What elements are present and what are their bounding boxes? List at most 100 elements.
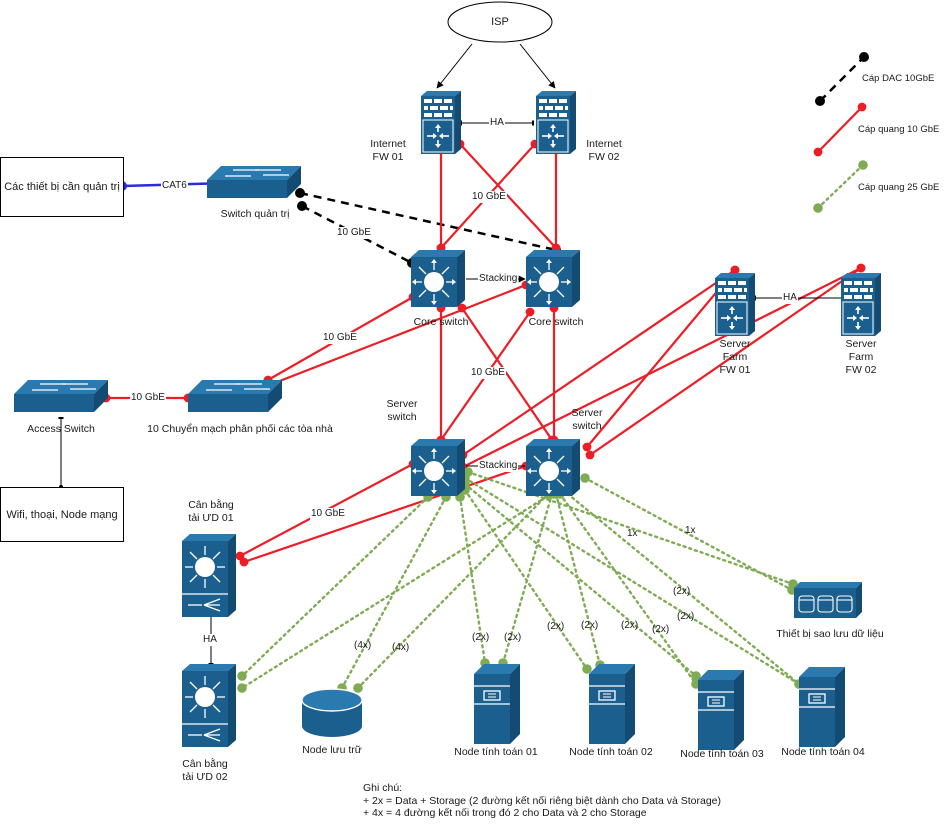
stacking-srv-label: Stacking [478,460,519,472]
c1-link-b-label: (2x) [504,632,522,643]
c2-link-b-label: (2x) [581,620,599,631]
dac-bandwidth-label: 10 GbE [336,227,372,239]
legend-fiber10-label: Cáp quang 10 GbE [858,124,940,135]
link-isp-fw1 [436,43,473,89]
core-switch-2-label: Core switch [528,316,584,328]
server-switch-2-label-line1: Server [571,407,603,419]
load-balancer-icon-1[interactable] [181,533,237,618]
lb1-label: Cân bằng tải ƯD 01 [176,499,246,525]
isp-cloud[interactable] [447,1,553,43]
end-devices-label: Wifi, thoại, Node mạng [6,508,118,521]
compute-node-3-label: Node tính toán 03 [680,748,764,760]
ha-lb-label: HA [202,634,218,646]
backup-device-icon[interactable] [794,582,862,618]
legend-fiber25-line [813,160,868,213]
end-devices-box[interactable]: Wifi, thoại, Node mạng [0,487,124,542]
link-srv2-lb1 [239,461,531,567]
distribution-switch-label: 10 Chuyển mạch phân phối các tòa nhà [147,423,333,435]
legend-fiber25-label: Cáp quang 25 GbE [858,182,940,193]
server-icon-compute-2[interactable] [588,663,636,745]
sf-fw1-label-line3: FW 01 [719,364,751,376]
sf-fw1-label-line1: Server [719,338,751,350]
compute-node-2-label: Node tính toán 02 [569,746,653,758]
sf-fw1-label: Server Farm FW 01 [710,338,760,377]
server-switch-icon-1[interactable] [410,438,466,497]
server-switch-icon-2[interactable] [525,438,581,497]
c4-link-a-label: (2x) [677,611,695,622]
switch-icon-distribution[interactable] [187,379,283,413]
sf-fw1-label-line2: Farm [722,351,748,363]
link-isp-fw2 [519,43,556,89]
link-srv1-c4 [460,473,804,689]
firewall-icon-sf-fw2[interactable] [840,272,882,337]
ha-sf-label: HA [782,292,798,304]
server-icon-compute-3[interactable] [697,669,745,751]
compute-node-4-label: Node tính toán 04 [781,746,865,758]
c4-link-b-label: (2x) [673,586,691,597]
switch-icon-mgmt[interactable] [206,165,302,199]
mgmt-switch-label: Switch quản trị [220,208,290,220]
internet-fw1-label: Internet FW 01 [358,138,418,164]
c3-link-b-label: (2x) [652,624,670,635]
firewall-icon-internet-fw1[interactable] [420,90,462,155]
legend-dac-line [815,52,869,106]
fw-core-bandwidth-label: 10 GbE [471,191,507,203]
core-switch-icon-2[interactable] [525,249,581,308]
backup-device-label: Thiết bị sao lưu dữ liệu [776,628,884,640]
backup-link-b-label: 1x [685,525,696,536]
storage-link-b-label: (4x) [392,642,410,653]
backup-link-a-label: 1x [627,528,638,539]
firewall-icon-sf-fw1[interactable] [714,272,756,337]
link-srv1-storage-a [337,492,451,693]
storage-icon[interactable] [301,688,363,737]
internet-fw1-label-line2: FW 01 [372,151,404,163]
internet-fw2-label: Internet FW 02 [574,138,634,164]
legend-fiber10-line [813,102,867,157]
sf-fw2-label: Server Farm FW 02 [836,338,886,377]
sf-fw2-label-line2: Farm [848,351,874,363]
ha-fw-label: HA [489,117,505,129]
server-switch-2-label-line2: switch [572,420,602,432]
server-icon-compute-1[interactable] [473,663,521,745]
isp-label: ISP [491,16,509,28]
access-switch-label: Access Switch [27,423,95,435]
lb1-label-line2: tải ƯD 01 [188,512,234,524]
srv-lb-bandwidth-label: 10 GbE [310,508,346,520]
link-srv2-lb2 [237,489,556,693]
storage-node-label: Node lưu trữ [302,744,362,756]
core-switch-1-label: Core switch [413,316,469,328]
cat6-label: CAT6 [161,180,188,192]
stacking-core-label: Stacking [478,273,519,285]
notes-line-2x: + 2x = Data + Storage (2 đường kết nối r… [363,794,722,807]
c3-link-a-label: (2x) [621,620,639,631]
server-switch-1-label: Server switch [372,398,432,424]
load-balancer-icon-2[interactable] [181,663,237,748]
internet-fw1-label-line1: Internet [370,138,406,150]
storage-link-a-label: (4x) [354,640,372,651]
legend-dac-label: Cáp DAC 10GbE [862,73,935,84]
internet-fw2-label-line1: Internet [586,138,622,150]
lb2-label: Cân bằng tải ƯD 02 [170,758,240,784]
lb1-label-line1: Cân bằng [188,499,234,511]
core-srv-bandwidth-label: 10 GbE [470,367,506,379]
core-dist-bandwidth-label: 10 GbE [322,332,358,344]
notes-title: Ghi chú: [363,782,403,794]
server-icon-compute-4[interactable] [798,666,846,748]
switch-icon-access[interactable] [13,379,109,413]
managed-devices-label: Các thiết bị cần quản trị [4,181,120,193]
lb2-label-line2: tải ƯD 02 [182,771,228,783]
core-switch-icon-1[interactable] [410,249,466,308]
sf-fw2-label-line3: FW 02 [845,364,877,376]
compute-node-1-label: Node tính toán 01 [454,746,538,758]
managed-devices-box[interactable]: Các thiết bị cần quản trị [0,157,124,217]
link-srv1-c3 [460,479,701,681]
notes-block: Ghi chú: + 2x = Data + Storage (2 đường … [363,782,721,820]
link-dac-core2 [295,188,561,255]
server-switch-2-label: Server switch [557,407,617,433]
server-switch-1-label-line2: switch [387,411,417,423]
notes-line-4x: + 4x = 4 đường kết nối trong đó 2 cho Da… [363,807,647,819]
firewall-icon-internet-fw2[interactable] [535,90,577,155]
server-switch-1-label-line1: Server [386,398,418,410]
sf-fw2-label-line1: Server [845,338,877,350]
